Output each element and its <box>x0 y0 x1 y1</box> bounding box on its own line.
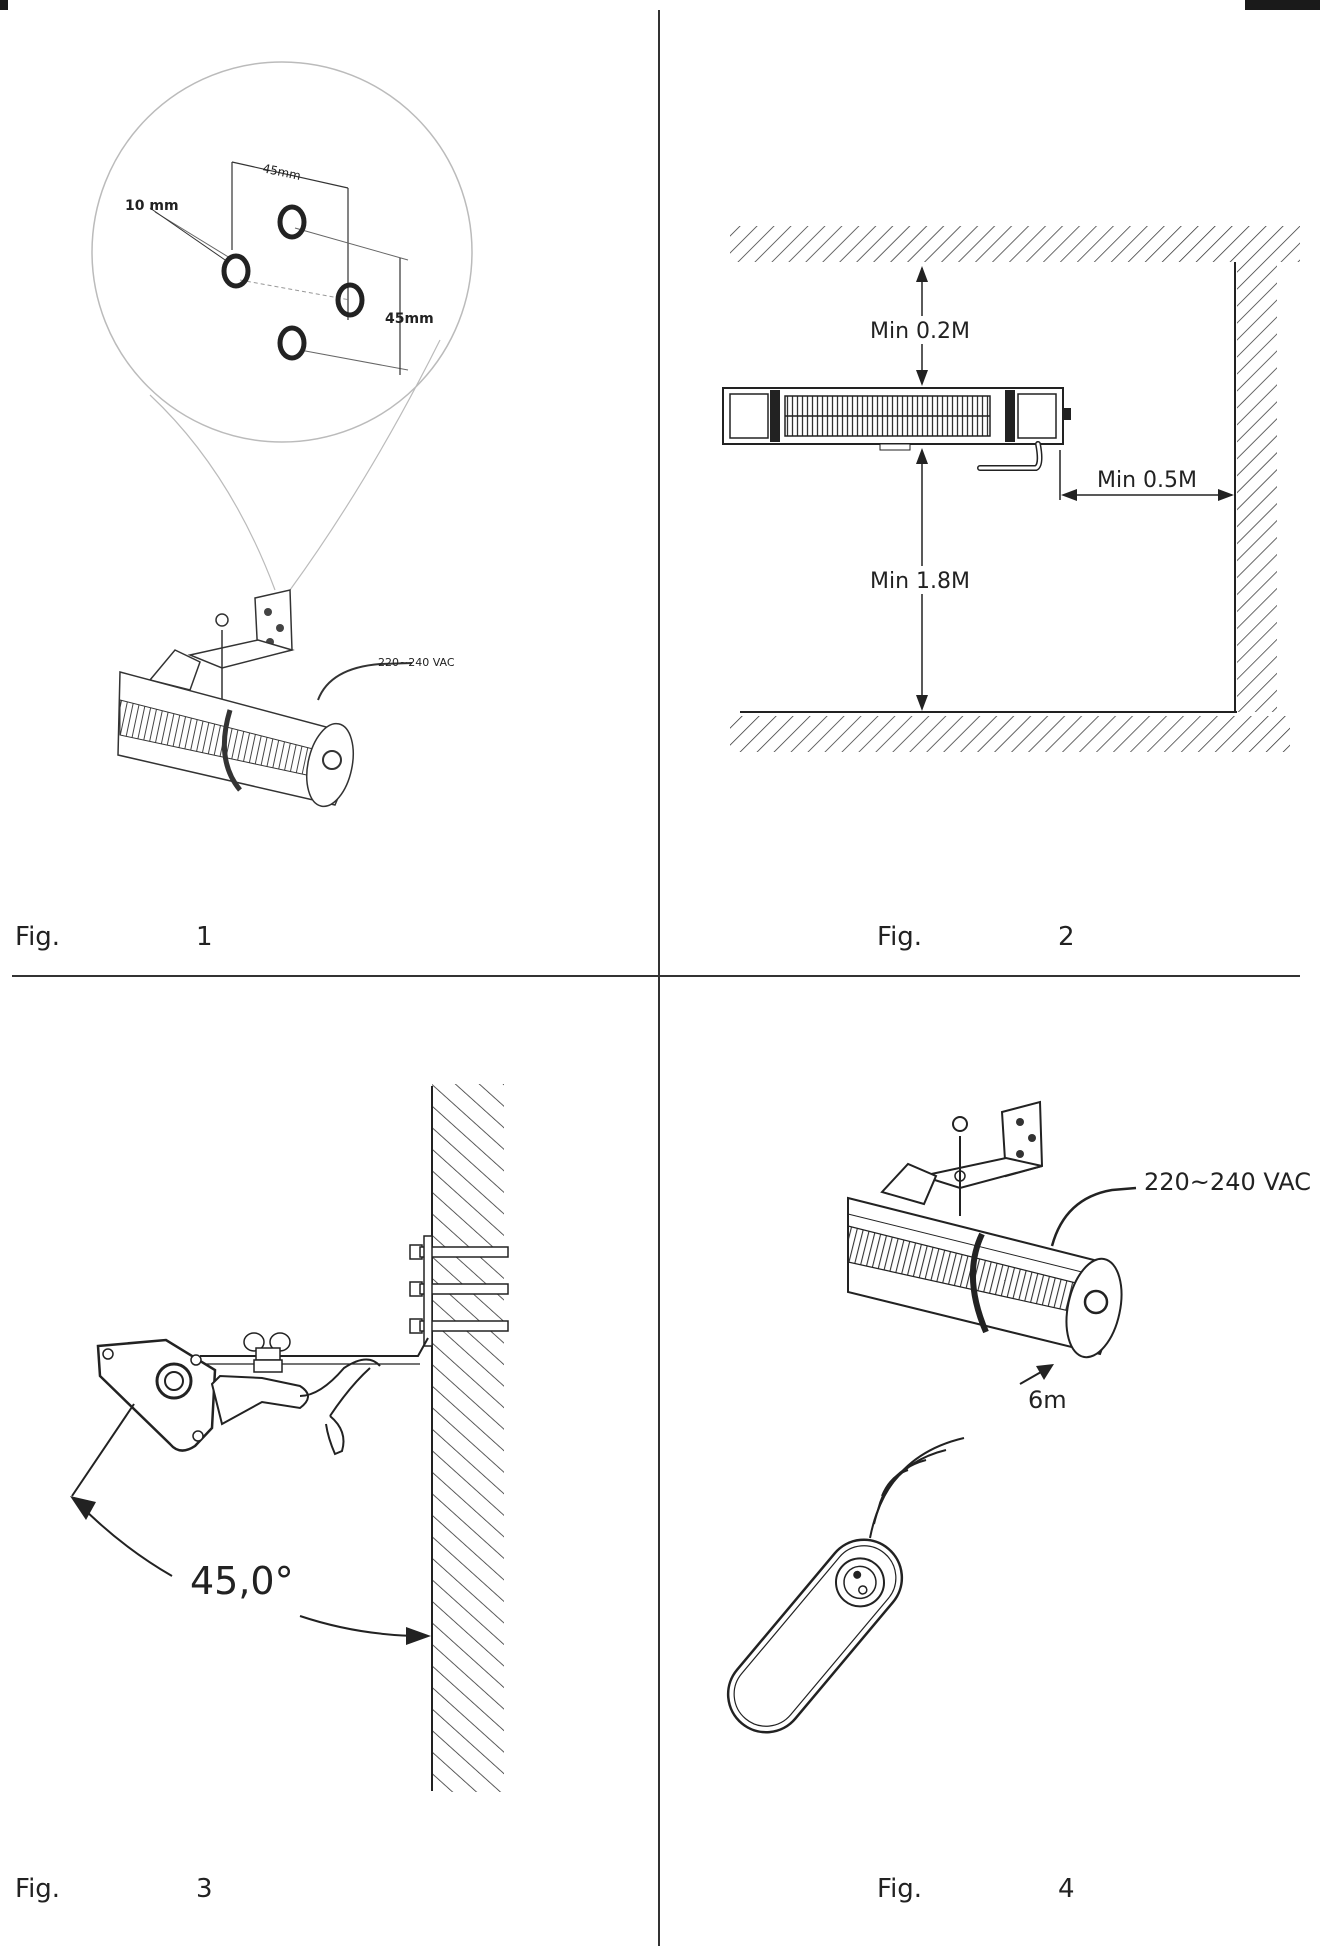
vertical-divider <box>658 10 660 1946</box>
mounting-hole-top <box>277 204 307 240</box>
floor-hatch <box>730 716 1290 752</box>
figure-caption-number: 2 <box>1058 922 1075 952</box>
remote-control <box>726 1538 904 1734</box>
heater-end-plate <box>96 1338 217 1452</box>
corner-mark-right <box>1245 0 1320 10</box>
figure-caption-label: Fig. <box>15 922 61 952</box>
voltage-label: 220~240 VAC <box>378 656 455 669</box>
power-cord <box>317 662 413 701</box>
ceiling-hatch <box>730 226 1300 262</box>
figure-caption-number: 4 <box>1058 1874 1075 1904</box>
vertical-spacing-label: 45mm <box>385 311 434 327</box>
figure-3-tilt-angle: 45,0° Fig. 3 <box>0 976 660 1949</box>
side-clearance-label: Min 0.5M <box>1097 468 1197 493</box>
anchor-bolts <box>409 1235 509 1347</box>
figure-1-drawing: 10 mm 45mm 45mm 220~240 VAC <box>91 61 473 808</box>
magnifier-line-right <box>289 339 441 591</box>
magnifier-circle <box>91 61 473 443</box>
mounting-hole-left <box>221 253 251 289</box>
remote-range-label: 6m <box>1028 1386 1067 1414</box>
mounting-hole-bottom <box>277 325 307 361</box>
heater-body <box>117 671 354 808</box>
signal-waves-icon <box>869 1437 965 1539</box>
heater-body <box>847 1196 1123 1359</box>
magnifier-line-left <box>149 394 276 591</box>
wall-bracket <box>148 589 295 700</box>
tilt-bracket <box>210 1374 309 1426</box>
wall-bracket <box>880 1100 1044 1216</box>
floor-clearance-label: Min 1.8M <box>870 569 970 594</box>
figure-2-clearances: Min 0.2M Min 1.8M Min 0.5M Fig. 2 <box>660 0 1320 973</box>
horizontal-spacing-label: 45mm <box>261 161 302 183</box>
figure-1-mounting-holes: 10 mm 45mm 45mm 220~240 VAC Fig. 1 <box>0 0 660 973</box>
figure-4-drawing: 220~240 VAC 6m <box>726 1100 1311 1734</box>
hole-diameter-label: 10 mm <box>125 198 179 214</box>
figure-caption-number: 3 <box>196 1874 213 1904</box>
figure-4-remote-control: 220~240 VAC 6m Fig. 4 <box>660 976 1320 1949</box>
figure-caption-number: 1 <box>196 922 213 952</box>
figure-3-drawing: 45,0° <box>70 1084 509 1792</box>
wing-nut <box>243 1332 291 1373</box>
mounting-hole-right <box>335 282 365 318</box>
figure-caption-label: Fig. <box>15 1874 61 1904</box>
figure-caption-label: Fig. <box>877 1874 923 1904</box>
wall-hatch <box>432 1084 504 1792</box>
power-cord <box>1050 1186 1137 1247</box>
side-wall-hatch <box>1237 262 1277 712</box>
heater-front-view <box>722 387 1071 451</box>
angle-arc-upper <box>75 1500 173 1577</box>
power-cord <box>977 441 1043 471</box>
angle-reference-line <box>71 1403 135 1497</box>
corner-mark-left <box>0 0 8 10</box>
figure-2-drawing: Min 0.2M Min 1.8M Min 0.5M <box>722 226 1300 752</box>
power-cord <box>325 1415 345 1456</box>
ceiling-clearance-label: Min 0.2M <box>870 319 970 344</box>
voltage-label: 220~240 VAC <box>1144 1168 1311 1196</box>
mounting-arm <box>200 1337 429 1357</box>
horizontal-divider <box>12 975 1300 977</box>
figure-caption-label: Fig. <box>877 922 923 952</box>
tilt-angle-label: 45,0° <box>190 1559 294 1603</box>
angle-arc-lower <box>299 1615 425 1637</box>
